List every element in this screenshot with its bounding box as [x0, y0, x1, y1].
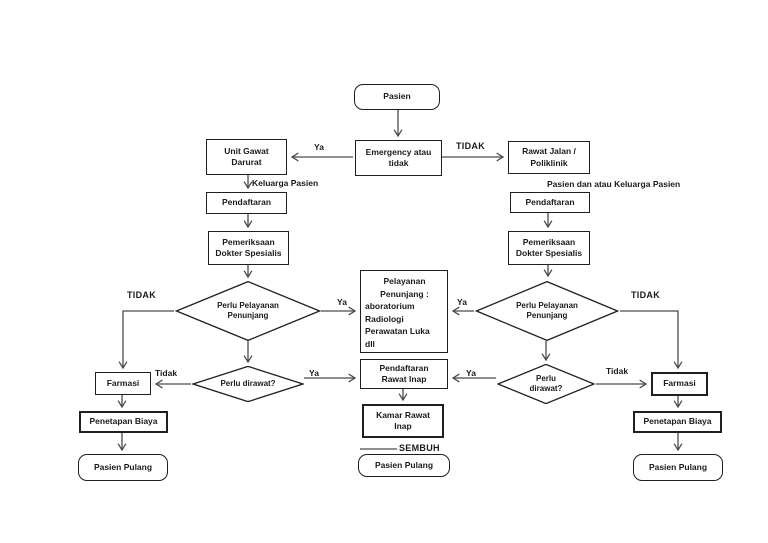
- node-emergency: Emergency atau tidak: [355, 140, 442, 176]
- node-penetapan-left-label: Penetapan Biaya: [89, 416, 158, 427]
- node-pendaftaran-left: Pendaftaran: [206, 192, 287, 214]
- decision-penunjang-right-label: Perlu Pelayanan Penunjang: [516, 300, 578, 320]
- diamond-shape: [475, 281, 619, 341]
- node-pasien-pulang-right: Pasien Pulang: [633, 454, 723, 481]
- node-pemeriksaan-right: Pemeriksaan Dokter Spesialis: [508, 231, 590, 265]
- edge-label-sembuh: SEMBUH: [399, 443, 440, 453]
- edge-label-ya-penunjang-right: Ya: [457, 297, 467, 307]
- penunjang-line: Radiologi: [365, 313, 404, 324]
- edge-label-keluarga-pasien: Keluarga Pasien: [252, 178, 319, 188]
- edge-diamondL-farmasiL: [118, 310, 174, 370]
- node-pendaftaran-right-label: Pendaftaran: [525, 196, 575, 207]
- node-pemeriksaan-right-label: Pemeriksaan Dokter Spesialis: [515, 236, 583, 258]
- diamond-shape: [497, 364, 595, 404]
- edge-label-tidak-emergency: TIDAK: [456, 141, 485, 151]
- edge-label-tidak-dirawat-right: Tidak: [606, 366, 629, 376]
- edge-label-pasien-dan-keluarga: Pasien dan atau Keluarga Pasien: [547, 179, 681, 189]
- node-farmasi-right: Farmasi: [651, 372, 708, 396]
- decision-penunjang-left-label: Perlu Pelayanan Penunjang: [217, 300, 279, 320]
- penunjang-line: Perawatan Luka: [365, 326, 430, 336]
- node-penetapan-right-label: Penetapan Biaya: [643, 416, 712, 427]
- node-pasien-pulang-center: Pasien Pulang: [358, 454, 450, 477]
- node-pemeriksaan-left-label: Pemeriksaan Dokter Spesialis: [215, 236, 282, 258]
- node-pendaftaran-right: Pendaftaran: [510, 192, 590, 213]
- node-rawat-jalan-label: Rawat Jalan / Poliklinik: [522, 146, 576, 168]
- node-farmasi-left-label: Farmasi: [106, 377, 140, 388]
- decision-dirawat-left-label: Perlu dirawat?: [220, 378, 276, 388]
- node-pasien-label: Pasien: [383, 91, 411, 102]
- edge-label-tidak-penunjang-right: TIDAK: [631, 290, 660, 300]
- node-pasien-pulang-left-label: Pasien Pulang: [93, 461, 153, 472]
- node-pasien-pulang-left: Pasien Pulang: [78, 454, 168, 481]
- edge-label-ya-emergency: Ya: [314, 142, 324, 152]
- node-pasien: Pasien: [354, 84, 440, 110]
- node-pendaftaran-rawat-inap: Pendaftaran Rawat Inap: [360, 359, 448, 389]
- decision-perlu-dirawat-left: Perlu dirawat?: [192, 366, 304, 402]
- node-pendaftaran-rawat-inap-label: Pendaftaran Rawat Inap: [379, 362, 429, 384]
- edge-diamondR-farmasiR: [620, 310, 683, 370]
- node-farmasi-left: Farmasi: [95, 372, 151, 395]
- decision-dirawat-right-label: Perlu dirawat?: [529, 373, 563, 393]
- decision-perlu-penunjang-left: Perlu Pelayanan Penunjang: [175, 281, 321, 341]
- penunjang-line: aboratorium: [365, 301, 415, 311]
- node-penetapan-biaya-left: Penetapan Biaya: [79, 411, 168, 433]
- decision-perlu-dirawat-right: Perlu dirawat?: [497, 364, 595, 404]
- node-pelayanan-penunjang: Pelayanan Penunjang : aboratorium Radiol…: [360, 270, 448, 353]
- node-kamar-rawat-inap-label: Kamar Rawat Inap: [376, 409, 430, 431]
- node-farmasi-right-label: Farmasi: [663, 378, 696, 389]
- penunjang-line: Pelayanan: [383, 276, 426, 286]
- edge-label-ya-dirawat-right: Ya: [466, 368, 476, 378]
- node-pendaftaran-left-label: Pendaftaran: [221, 197, 272, 208]
- penunjang-line: Penunjang :: [380, 288, 429, 299]
- node-penetapan-biaya-right: Penetapan Biaya: [633, 411, 722, 433]
- node-emergency-label: Emergency atau tidak: [365, 146, 432, 168]
- decision-perlu-penunjang-right: Perlu Pelayanan Penunjang: [475, 281, 619, 341]
- node-pasien-pulang-center-label: Pasien Pulang: [374, 459, 434, 470]
- node-kamar-rawat-inap: Kamar Rawat Inap: [362, 404, 444, 438]
- node-pemeriksaan-left: Pemeriksaan Dokter Spesialis: [208, 231, 289, 265]
- diamond-shape: [192, 366, 304, 402]
- edge-label-ya-dirawat-left: Ya: [309, 368, 319, 378]
- node-ugd-label: Unit Gawat Darurat: [224, 145, 269, 167]
- node-unit-gawat-darurat: Unit Gawat Darurat: [206, 139, 287, 175]
- edge-label-tidak-dirawat-left: Tidak: [155, 368, 178, 378]
- edge-label-tidak-penunjang-left: TIDAK: [127, 290, 156, 300]
- penunjang-line: dll: [365, 338, 375, 349]
- node-pasien-pulang-right-label: Pasien Pulang: [648, 461, 708, 472]
- edge-label-ya-penunjang-left: Ya: [337, 297, 347, 307]
- node-rawat-jalan: Rawat Jalan / Poliklinik: [508, 141, 590, 174]
- diamond-shape: [175, 281, 321, 341]
